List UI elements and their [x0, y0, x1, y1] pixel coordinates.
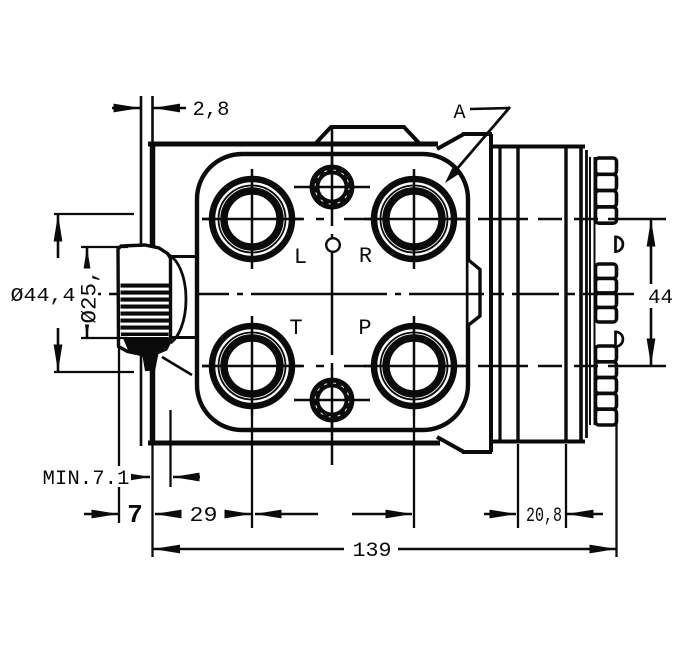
- svg-text:29: 29: [190, 505, 218, 528]
- svg-text:A: A: [453, 102, 465, 125]
- svg-text:44: 44: [648, 287, 673, 310]
- svg-text:P: P: [358, 316, 371, 341]
- svg-text:R: R: [359, 244, 372, 269]
- svg-text:2,8: 2,8: [193, 99, 230, 122]
- svg-text:L: L: [294, 245, 307, 270]
- svg-text:Ø44,4: Ø44,4: [11, 285, 76, 307]
- svg-text:MIN.7.1: MIN.7.1: [43, 468, 130, 491]
- svg-text:7: 7: [127, 500, 143, 530]
- svg-text:Ø25,: Ø25,: [78, 270, 103, 324]
- svg-text:T: T: [289, 316, 302, 341]
- svg-text:139: 139: [353, 540, 392, 563]
- svg-text:20,8: 20,8: [526, 505, 562, 528]
